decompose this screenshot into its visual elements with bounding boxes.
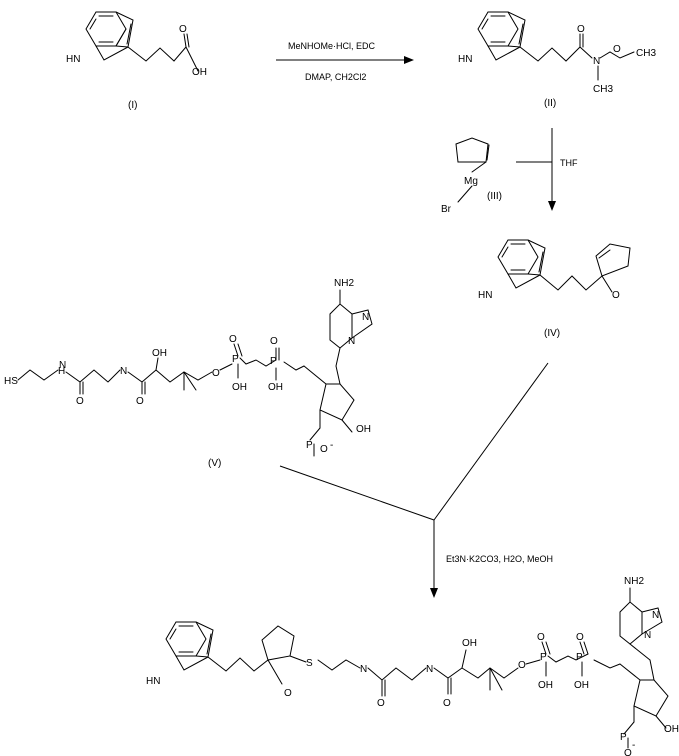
- compound-5-phosphate-o: O: [320, 444, 328, 455]
- product-thioether-s: S: [306, 658, 313, 669]
- compound-5-p2-oh: OH: [268, 382, 283, 393]
- product-phosphorus-2: P: [576, 652, 583, 663]
- compound-4-structure: HN O: [478, 239, 631, 301]
- compound-2-methoxy-o: O: [613, 44, 621, 55]
- compound-5-p2-oxo: O: [270, 336, 278, 347]
- product-p2-oh: OH: [574, 680, 589, 691]
- product-phosphate-p: P: [620, 732, 627, 743]
- compound-5-amide-n-2: N: [120, 366, 127, 377]
- product-n7: N: [652, 610, 659, 621]
- compound-5-label: (V): [208, 458, 221, 469]
- compound-3-br: Br: [441, 204, 452, 215]
- compound-2-structure: HN O N O CH3 CH3: [458, 11, 656, 95]
- product-phosphate-o: O: [624, 748, 632, 756]
- product-ribose-oh: OH: [664, 724, 679, 735]
- reagent-step-1-top: MeNHOMe·HCl, EDC: [288, 41, 376, 51]
- product-amide-n-1: N: [360, 664, 367, 675]
- reagent-step-2: THF: [560, 158, 578, 168]
- compound-2-label: (II): [544, 98, 556, 109]
- product-hydroxyl: OH: [462, 638, 477, 649]
- product-ester-o: O: [518, 660, 526, 671]
- compound-1-label: (I): [128, 100, 137, 111]
- compound-5-nh2: NH2: [334, 278, 354, 289]
- compound-1-carbonyl-o: O: [179, 24, 187, 35]
- compound-2-n-ch3: CH3: [593, 84, 613, 95]
- product-nh: HN: [146, 676, 160, 687]
- product-nh2: NH2: [624, 576, 644, 587]
- compound-3-structure: Mg Br: [441, 137, 490, 215]
- compound-5-hs: HS: [4, 376, 18, 387]
- compound-2-nh: HN: [458, 54, 472, 65]
- compound-4-label: (IV): [544, 328, 560, 339]
- compound-5-ester-o-1: O: [212, 368, 220, 379]
- compound-5-phosphorus-2: P: [270, 356, 277, 367]
- compound-5-amide-h-1: H: [58, 366, 65, 377]
- arrow-step-2: [516, 128, 556, 211]
- compound-5-n9: N: [348, 336, 355, 347]
- compound-1-nh: HN: [66, 54, 80, 65]
- reagent-step-3: Et3N·K2CO3, H2O, MeOH: [446, 554, 553, 564]
- compound-5-phosphate-charge: -: [330, 440, 333, 451]
- compound-4-ketone-o: O: [612, 290, 620, 301]
- product-n9: N: [644, 630, 651, 641]
- compound-2-carbonyl-o: O: [577, 24, 585, 35]
- product-p1-oxo: O: [537, 632, 545, 643]
- product-p1-oh: OH: [538, 680, 553, 691]
- compound-3-mg: Mg: [464, 176, 478, 187]
- compound-5-structure: HS H N O N O OH O P O OH P O OH NH2 N N …: [4, 278, 373, 457]
- product-ketone-o: O: [284, 688, 292, 699]
- compound-2-methoxy-ch3: CH3: [636, 48, 656, 59]
- product-phosphate-charge: -: [632, 740, 635, 751]
- compound-5-p1-oxo: O: [229, 334, 237, 345]
- compound-5-phosphorus-1: P: [232, 354, 239, 365]
- product-structure: HN O S N O N O OH O P O OH P O OH NH2 N …: [146, 576, 679, 756]
- arrow-step-3: [279, 362, 549, 598]
- compound-3-label: (III): [487, 191, 502, 202]
- compound-5-carbonyl-o-1: O: [76, 396, 84, 407]
- compound-5-p1-oh: OH: [232, 382, 247, 393]
- product-amide-n-2: N: [426, 664, 433, 675]
- compound-5-ribose-oh: OH: [356, 424, 371, 435]
- compound-1-structure: HN O OH: [66, 11, 207, 78]
- product-p2-oxo: O: [576, 632, 584, 643]
- compound-2-amide-n: N: [593, 56, 600, 67]
- product-carbonyl-o-1: O: [377, 698, 385, 709]
- compound-5-hydroxyl: OH: [152, 348, 167, 359]
- reagent-step-1-bottom: DMAP, CH2Cl2: [305, 72, 366, 82]
- arrow-step-1: [276, 56, 414, 64]
- compound-5-amide-n-1: N: [59, 360, 66, 371]
- compound-4-nh: HN: [478, 290, 492, 301]
- compound-5-n7: N: [362, 312, 369, 323]
- product-phosphorus-1: P: [540, 652, 547, 663]
- compound-5-carbonyl-o-2: O: [136, 396, 144, 407]
- compound-1-oh: OH: [192, 67, 207, 78]
- compound-5-phosphate-p: P: [306, 440, 313, 451]
- product-carbonyl-o-2: O: [443, 698, 451, 709]
